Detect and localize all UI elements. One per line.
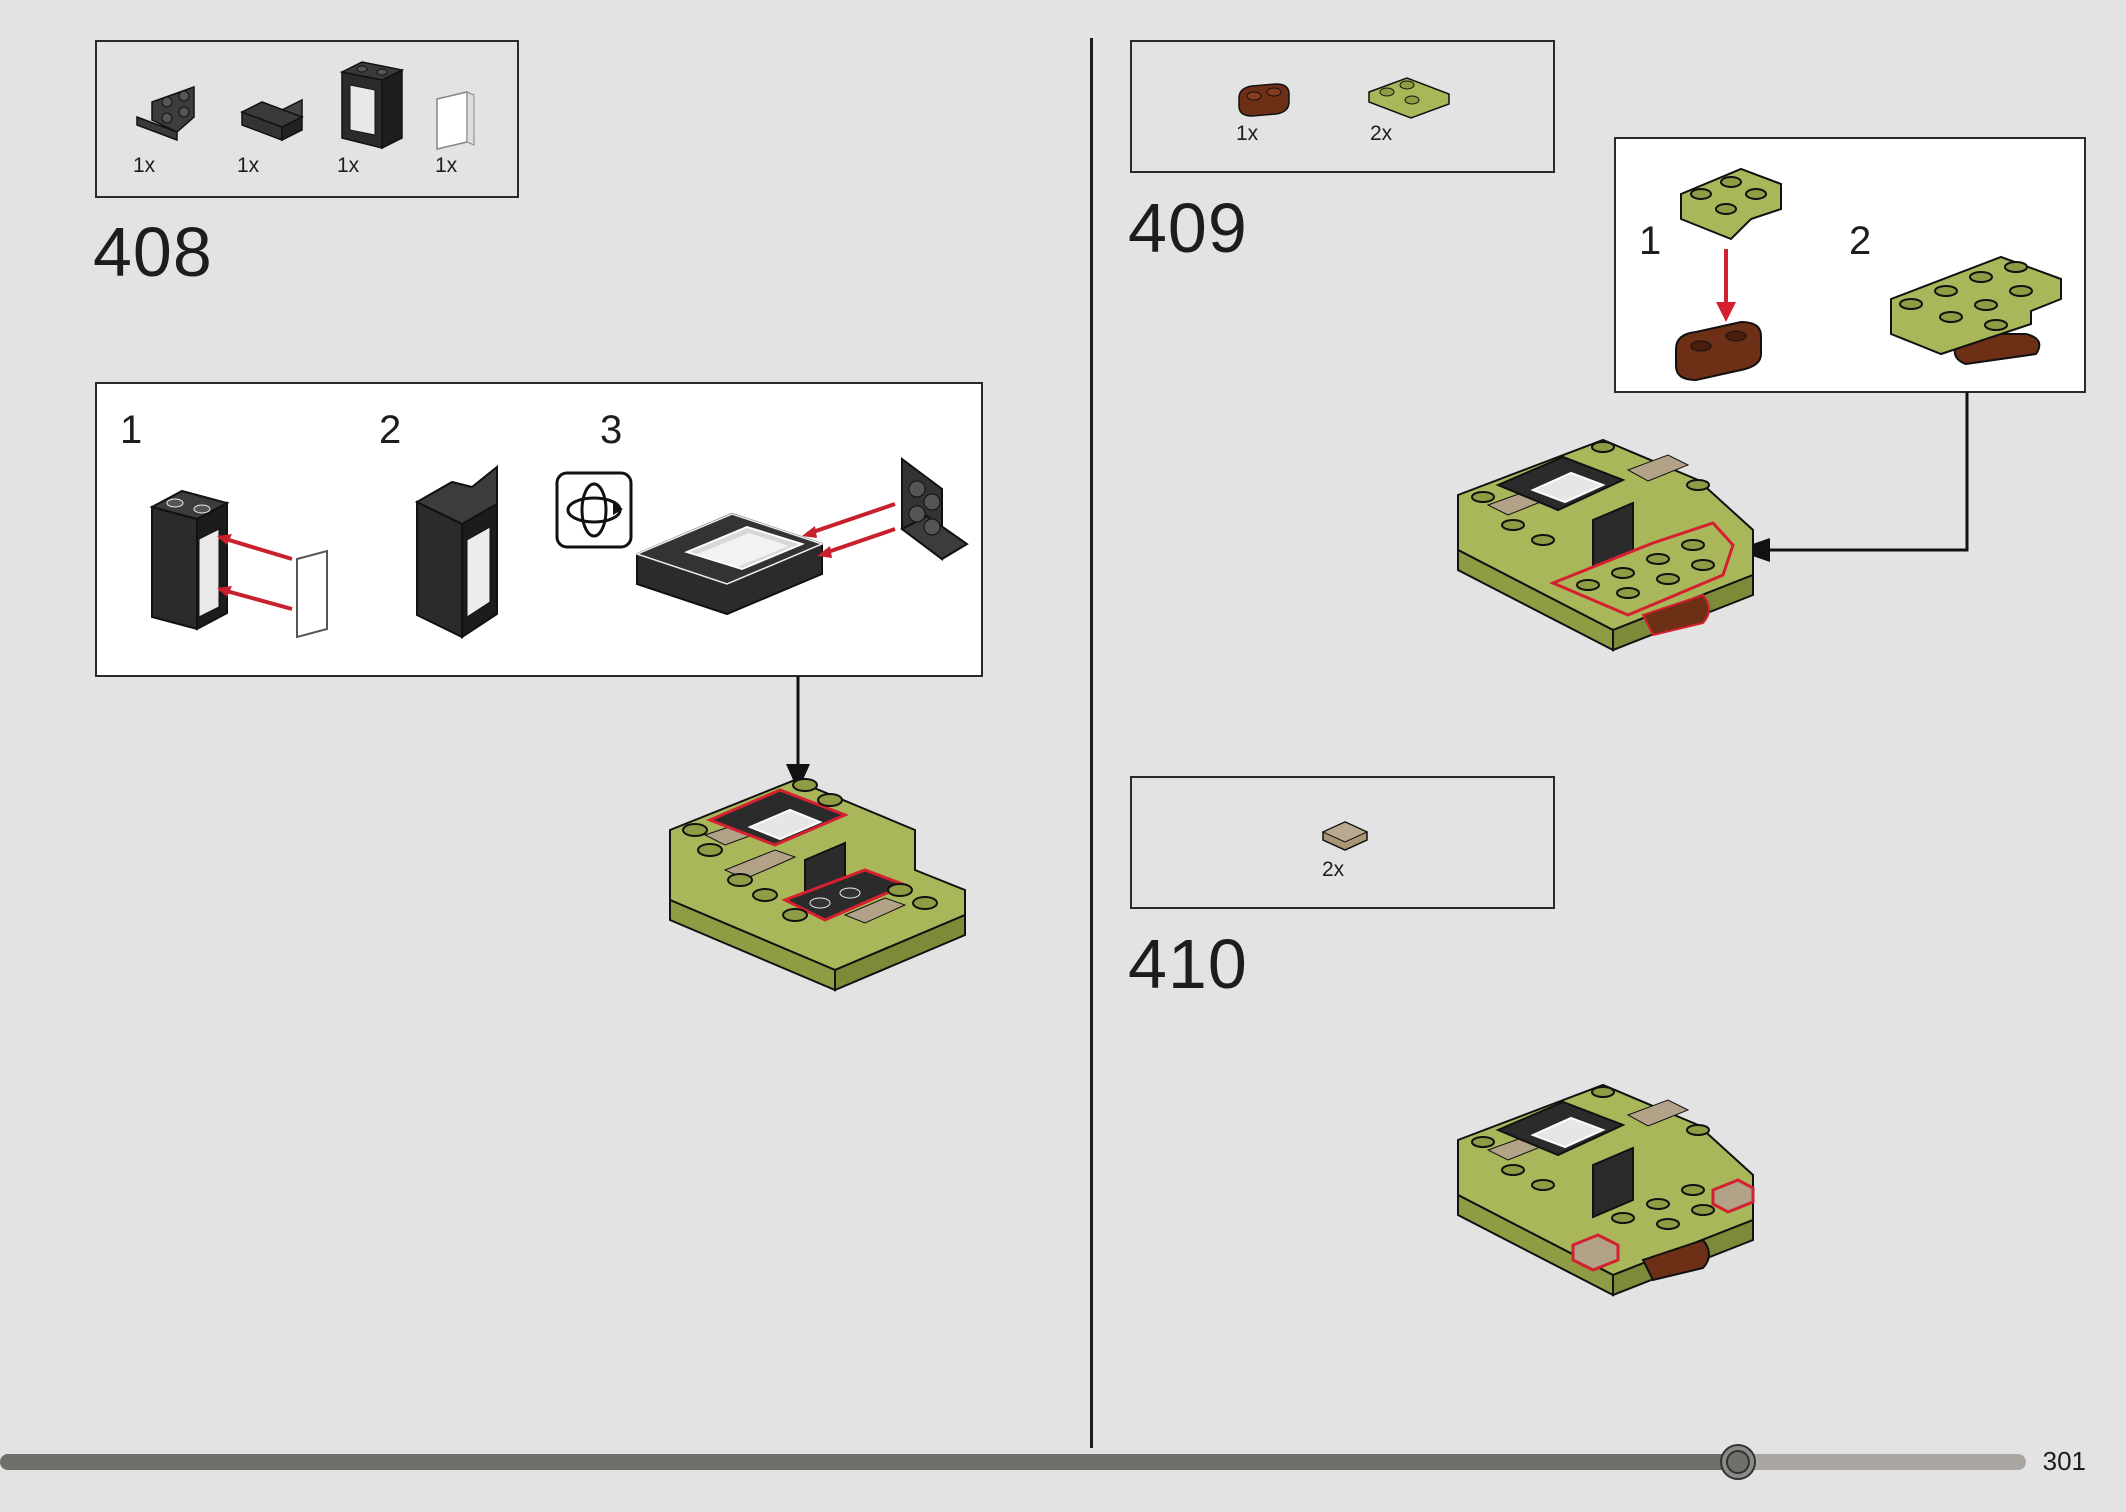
substep-number: 1 xyxy=(120,408,143,452)
progress-handle[interactable] xyxy=(1720,1444,1756,1480)
step-410-model-illustration xyxy=(1457,1083,1755,1297)
olive-corner-plate-part-icon xyxy=(1368,77,1450,119)
frame-with-glass-illustration xyxy=(414,464,498,639)
part-qty: 2x xyxy=(1322,858,1345,881)
substep-number: 1 xyxy=(1639,219,1662,263)
brown-round-plate-part-icon xyxy=(1238,83,1290,117)
step-number: 409 xyxy=(1128,189,1248,267)
step-408-model-illustration xyxy=(669,778,966,992)
corner-plate-on-round-plate-illustration xyxy=(1675,167,1782,382)
step-number: 408 xyxy=(93,213,213,291)
part-qty: 1x xyxy=(1236,122,1259,145)
page-progress-bar[interactable] xyxy=(0,1444,2040,1480)
page-number: 301 xyxy=(2042,1446,2086,1476)
page-divider xyxy=(1090,38,1093,1448)
rotate-model-icon xyxy=(555,471,633,549)
part-qty: 2x xyxy=(1370,122,1393,145)
window-frame-part-icon xyxy=(339,61,405,150)
progress-fill xyxy=(0,1454,1738,1470)
step-409-model-illustration xyxy=(1457,438,1754,652)
substep-number: 2 xyxy=(379,408,402,452)
tan-tile-part-icon xyxy=(1321,821,1369,851)
part-qty: 1x xyxy=(435,154,458,177)
step-408-substep-callout: 1 2 3 xyxy=(95,382,983,677)
step-409-substep-callout: 1 2 xyxy=(1614,137,2086,393)
panel-part-icon xyxy=(240,98,304,142)
callout-arrow xyxy=(786,676,810,791)
part-qty: 1x xyxy=(237,154,260,177)
substep-number: 3 xyxy=(600,408,623,452)
step-number: 410 xyxy=(1128,925,1248,1003)
callout-connector-arrow xyxy=(1735,392,1969,562)
step-410-parts-box: 2x xyxy=(1130,776,1555,909)
part-qty: 1x xyxy=(133,154,156,177)
flipped-frame-bracket-illustration xyxy=(634,457,969,616)
step-409-parts-box: 1x 2x xyxy=(1130,40,1555,173)
glass-part-icon xyxy=(436,91,475,150)
substep-number: 2 xyxy=(1849,219,1872,263)
bracket-part-icon xyxy=(136,85,195,142)
part-qty: 1x xyxy=(337,154,360,177)
frame-glass-assembly-illustration xyxy=(149,489,328,639)
step-408-parts-box: 1x 1x 1x 1x xyxy=(95,40,519,198)
combined-olive-plates-illustration xyxy=(1890,255,2062,366)
